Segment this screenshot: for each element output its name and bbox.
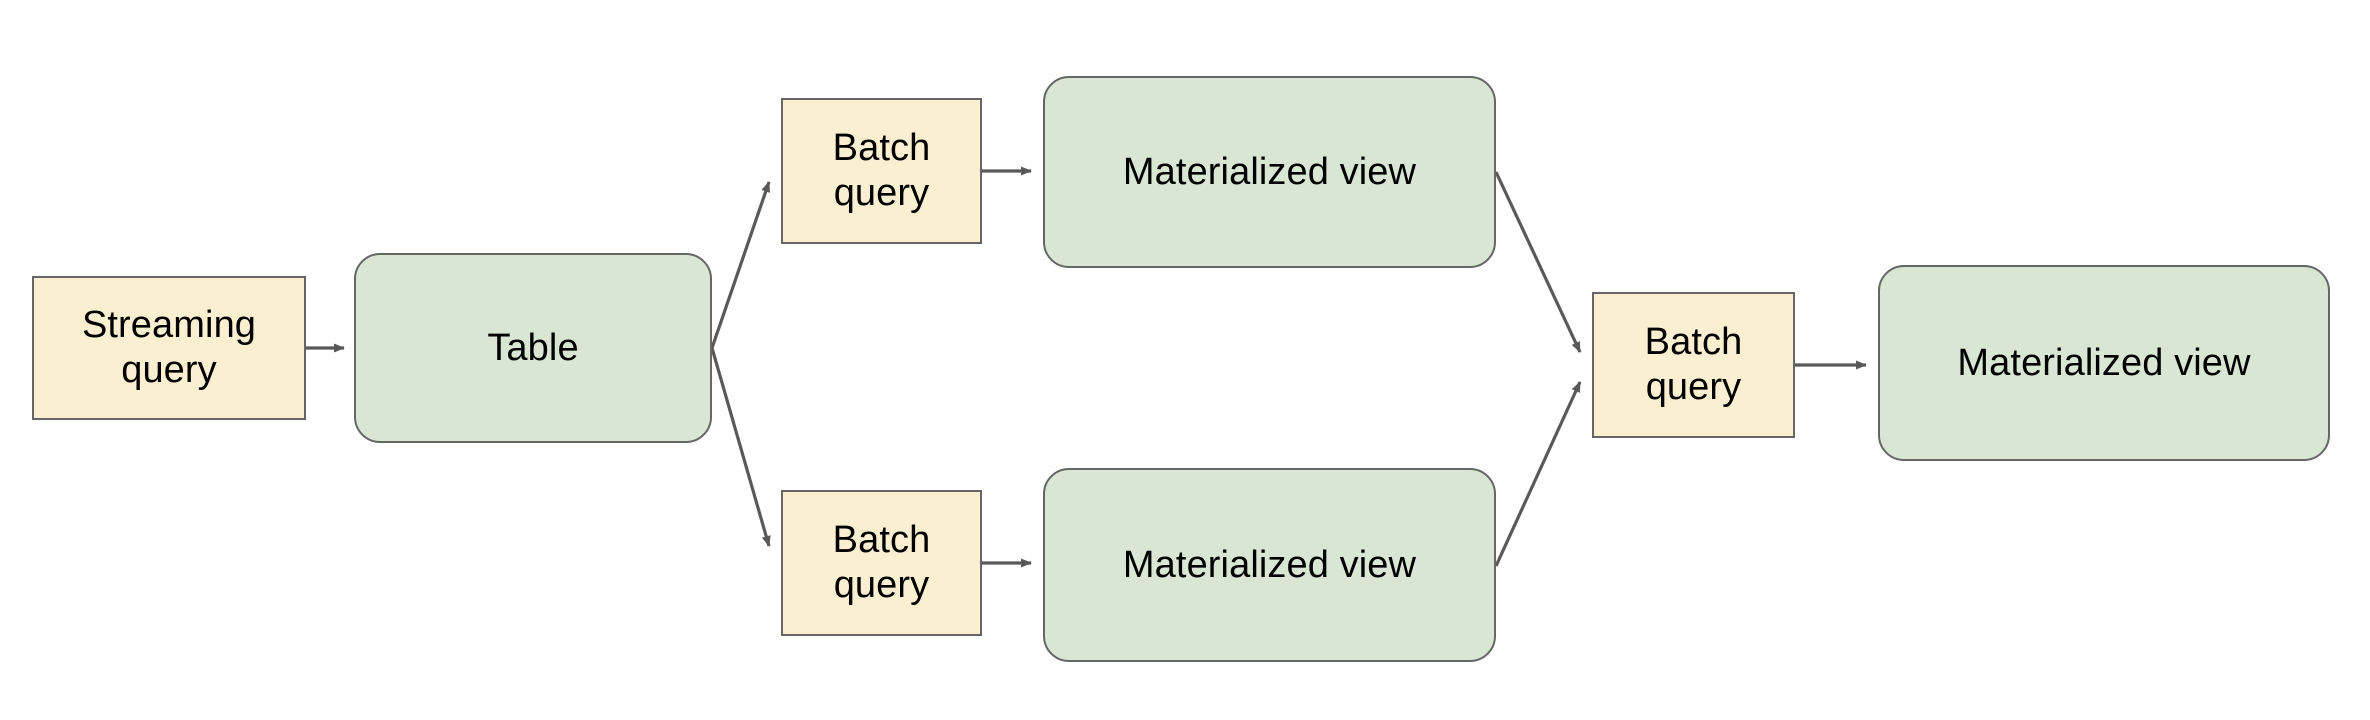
node-materialized-view-final[interactable]: Materialized view [1878, 265, 2330, 461]
edge-mv-bottom-to-batch-merge [1494, 381, 1582, 567]
node-streaming-query[interactable]: Streaming query [32, 276, 306, 420]
node-label-batch-query-bottom: Batch query [832, 519, 931, 606]
node-batch-query-top[interactable]: Batch query [781, 98, 982, 244]
node-table[interactable]: Table [354, 253, 712, 443]
edge-table-to-batch-bottom [710, 347, 771, 547]
node-batch-query-merge[interactable]: Batch query [1592, 292, 1795, 438]
node-label-table: Table [487, 326, 579, 369]
node-label-materialized-view-top: Materialized view [1122, 150, 1417, 193]
node-label-batch-query-merge: Batch query [1644, 321, 1743, 408]
edge-mv-top-to-batch-merge [1494, 171, 1582, 353]
node-materialized-view-bottom[interactable]: Materialized view [1043, 468, 1496, 662]
node-materialized-view-top[interactable]: Materialized view [1043, 76, 1496, 268]
node-batch-query-bottom[interactable]: Batch query [781, 490, 982, 636]
node-label-batch-query-top: Batch query [832, 127, 931, 214]
node-label-streaming-query: Streaming query [81, 304, 257, 391]
node-label-materialized-view-bottom: Materialized view [1122, 543, 1417, 586]
node-label-materialized-view-final: Materialized view [1957, 341, 2251, 384]
edge-table-to-batch-top [710, 181, 771, 349]
